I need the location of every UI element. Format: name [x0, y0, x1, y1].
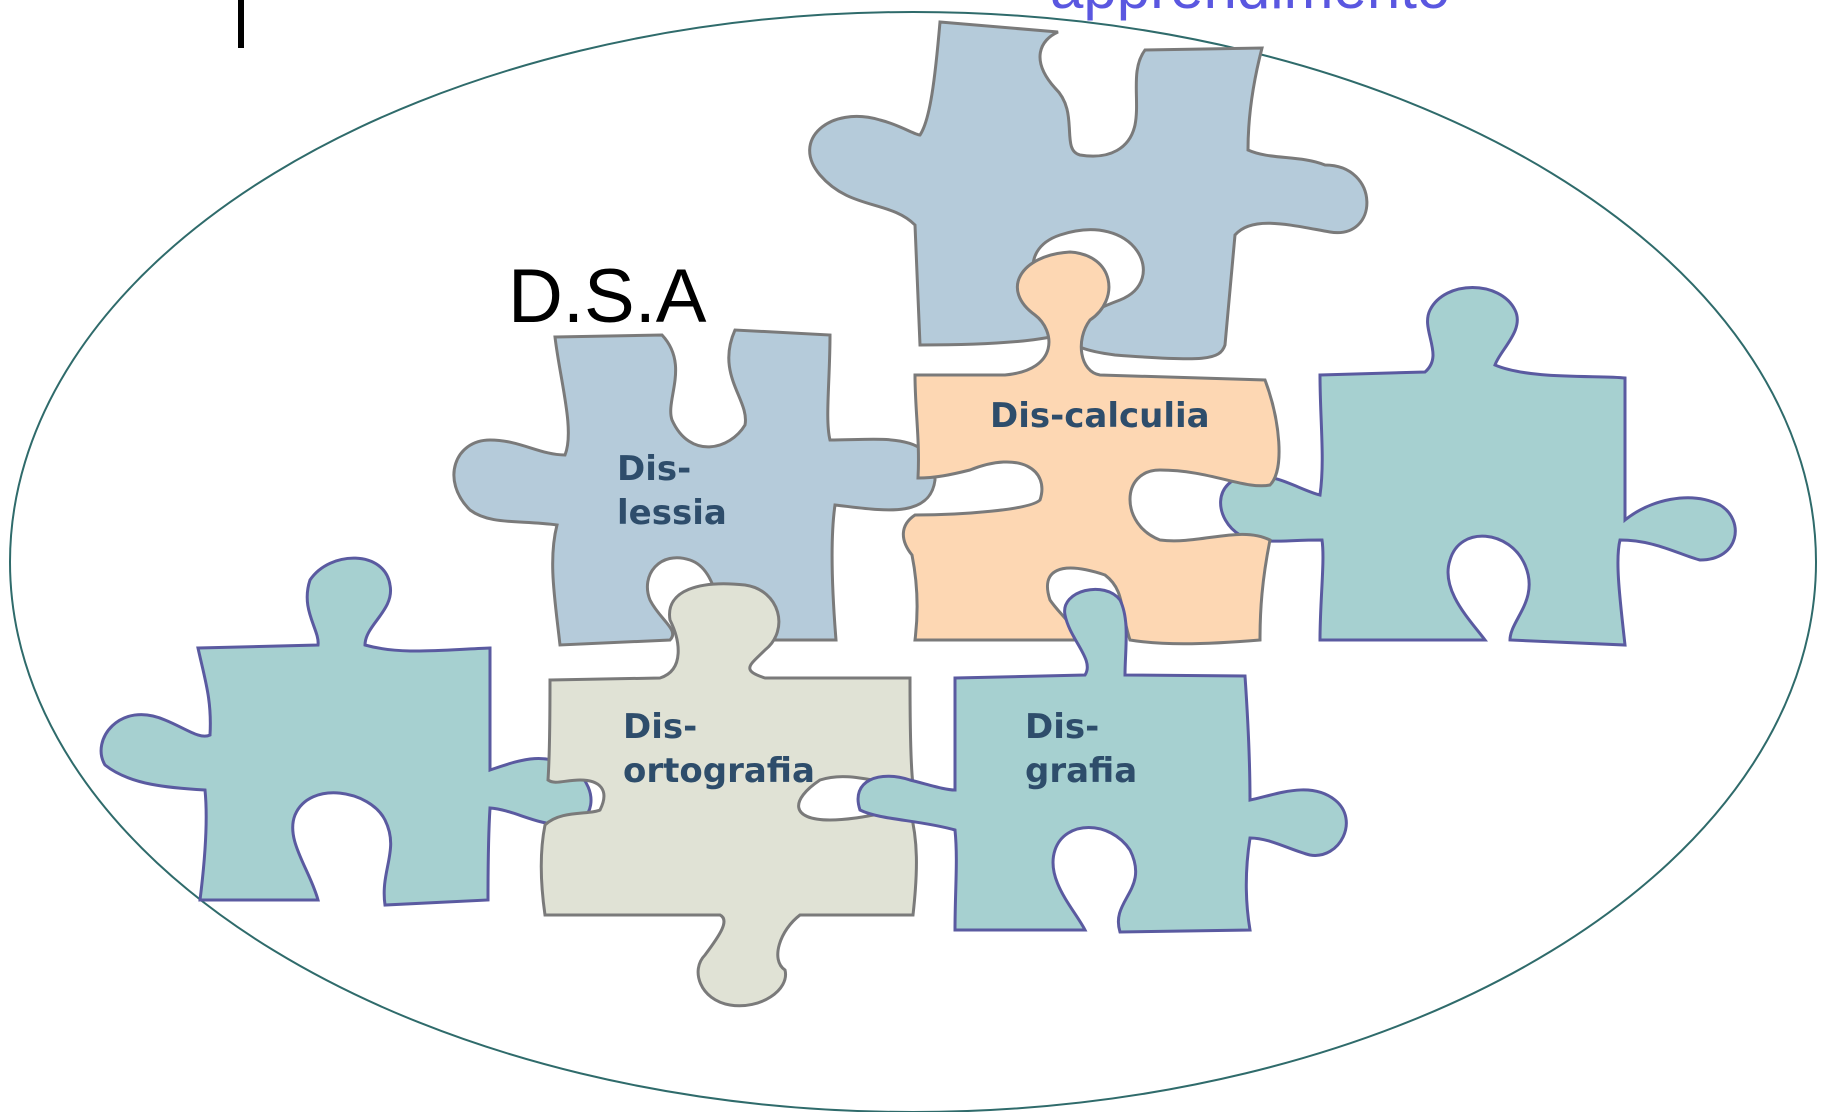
label-discalculia: Dis-calculia — [990, 396, 1210, 436]
label-dislessia-line1: Dis- — [617, 449, 691, 489]
label-disortografia-line2: ortografia — [623, 751, 815, 791]
enclosing-ellipse — [9, 11, 1817, 1112]
diagram-title: D.S.A — [508, 254, 707, 339]
label-disortografia-line1: Dis- — [623, 707, 697, 747]
puzzle-piece-left — [99, 556, 593, 907]
puzzle-piece-top — [808, 20, 1369, 361]
label-disgrafia-line1: Dis- — [1025, 707, 1099, 747]
top-fragment-text: apprendimento — [1050, 0, 1450, 21]
puzzle-piece-discalculia — [901, 250, 1281, 646]
label-disgrafia-line2: grafia — [1025, 751, 1137, 791]
label-dislessia-line2: lessia — [617, 493, 727, 533]
puzzle-piece-disgrafia — [856, 587, 1348, 934]
puzzle-piece-disortografia — [539, 582, 918, 1008]
cursor-bar — [238, 0, 244, 48]
puzzle-piece-right — [1219, 286, 1737, 647]
